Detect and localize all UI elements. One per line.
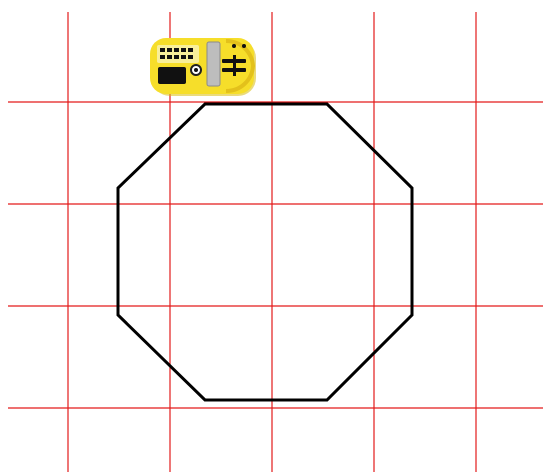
robot-panel	[207, 42, 220, 86]
red-grid	[8, 12, 543, 472]
floor-robot[interactable]	[150, 38, 256, 96]
robot-sensor-core	[194, 68, 198, 72]
robot-stripe-vertical	[233, 55, 236, 76]
robot-eye-right	[242, 44, 246, 48]
robot-eye-left	[232, 44, 236, 48]
octagon-path	[118, 104, 412, 400]
robot-keypad	[157, 45, 199, 63]
robot-display	[158, 67, 186, 84]
